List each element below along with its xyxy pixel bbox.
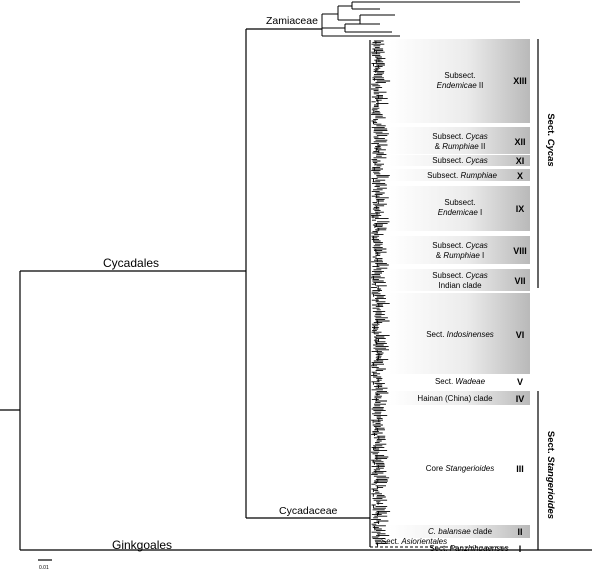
clade-xii-roman: XII — [514, 137, 525, 147]
clade-iv-roman: IV — [516, 394, 525, 404]
tip-branch-comb — [371, 40, 391, 547]
clade-labels: Subsect. Endemicae II XIII Subsect. Cyca… — [381, 71, 527, 554]
clade-box-vii — [389, 269, 530, 291]
clade-xiii-line2: Endemicae II — [437, 81, 484, 90]
clade-box-xi — [389, 155, 530, 166]
clade-ii-label: C. balansae clade — [428, 527, 493, 536]
clade-v-roman: V — [517, 377, 523, 387]
clade-vi-roman: VI — [516, 330, 525, 340]
clade-shading — [389, 39, 530, 538]
cycas-tip-branches — [371, 40, 391, 547]
clade-viii-line2: & Rumphiae I — [436, 251, 484, 260]
clade-box-ix — [389, 186, 530, 231]
tree-backbone — [0, 28, 592, 551]
clade-iii-label: Core Stangerioides — [426, 464, 494, 473]
clade-v-label: Sect. Wadeae — [435, 377, 486, 386]
clade-panzhihuaenses-label: Sect. Panzhihuaenses — [429, 544, 509, 553]
label-cycadaceae: Cycadaceae — [279, 505, 338, 517]
clade-vii-roman: VII — [514, 276, 525, 286]
label-cycadales: Cycadales — [103, 256, 159, 270]
clade-vii-line2: Indian clade — [438, 281, 482, 290]
clade-viii-line1: Subsect. Cycas — [432, 241, 488, 250]
clade-xii-line2: & Rumphiae II — [435, 142, 486, 151]
clade-xi-label: Subsect. Cycas — [432, 156, 488, 165]
clade-box-xii — [389, 127, 530, 154]
clade-ix-line1: Subsect. — [444, 198, 475, 207]
clade-box-viii — [389, 236, 530, 264]
clade-x-roman: X — [517, 171, 523, 181]
clade-ii-roman: II — [517, 527, 522, 537]
clade-iv-label: Hainan (China) clade — [417, 394, 493, 403]
clade-ix-line2: Endemicae I — [438, 208, 482, 217]
clade-i-roman: I — [519, 544, 522, 554]
clade-x-label: Subsect. Rumphiae — [427, 171, 497, 180]
clade-box-xiii — [389, 39, 530, 123]
scale-bar-label: 0.01 — [39, 565, 49, 571]
clade-xiii-roman: XIII — [513, 76, 527, 86]
clade-vii-line1: Subsect. Cycas — [432, 271, 488, 280]
clade-box-iv — [389, 391, 530, 405]
clade-box-vi — [389, 293, 530, 374]
label-ginkgoales: Ginkgoales — [112, 538, 172, 552]
clade-box-x — [389, 169, 530, 181]
label-zamiaceae: Zamiaceae — [266, 15, 318, 27]
sect-stangerioides-label: Sect. Stangerioides — [545, 431, 556, 519]
sect-cycas-label: Sect. Cycas — [545, 113, 556, 166]
clade-xiii-line1: Subsect. — [444, 71, 475, 80]
clade-asiorientales-label: Sect. Asiorientales — [381, 537, 447, 546]
clade-viii-roman: VIII — [513, 246, 527, 256]
clade-xii-line1: Subsect. Cycas — [432, 132, 488, 141]
clade-vi-label: Sect. Indosinenses — [426, 330, 494, 339]
clade-box-ii — [389, 525, 530, 538]
clade-xi-roman: XI — [516, 156, 525, 166]
zamiaceae-subtree — [321, 1, 520, 37]
clade-ix-roman: IX — [516, 204, 525, 214]
clade-iii-roman: III — [516, 464, 524, 474]
